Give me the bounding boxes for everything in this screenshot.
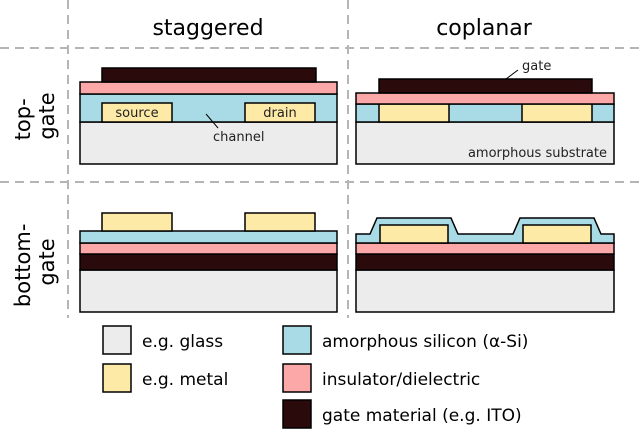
drain-contact (521, 103, 593, 123)
legend-item-glass: e.g. glass (102, 325, 223, 355)
row-label-bottom-gate: bottom- gate (11, 217, 59, 307)
row-label-top-gate: top- gate (11, 92, 59, 141)
source-contact (101, 212, 173, 232)
gate-pointer (505, 69, 519, 80)
channel-label: channel (213, 130, 264, 145)
legend-label-silicon: amorphous silicon (α-Si) (322, 332, 528, 352)
legend-swatch-gate-material (282, 399, 312, 429)
substrate-label: amorphous substrate (468, 146, 607, 161)
insulator-layer (355, 242, 615, 255)
gate-electrode (79, 253, 338, 271)
column-header-coplanar: coplanar (436, 16, 533, 41)
row-label-top-gate-line1: top- (11, 98, 35, 140)
legend-item-insulator: insulator/dielectric (282, 363, 480, 393)
legend-label-insulator: insulator/dielectric (322, 370, 480, 390)
channel-pointer (205, 113, 219, 129)
row-label-bottom-gate-line1: bottom- (11, 224, 35, 308)
bottom-gate-coplanar (355, 217, 615, 313)
legend-item-gate-material: gate material (e.g. ITO) (282, 399, 522, 429)
insulator-layer (355, 92, 615, 105)
row-label-top-gate-line2: gate (35, 92, 59, 139)
top-gate-coplanar: gate amorphous substrate (355, 59, 615, 165)
insulator-layer (79, 242, 338, 255)
legend-swatch-insulator (282, 363, 312, 393)
legend-swatch-silicon (282, 325, 312, 355)
insulator-layer (79, 81, 338, 95)
source-contact (101, 102, 173, 123)
substrate-layer (79, 121, 338, 165)
gate-label: gate (522, 59, 551, 74)
silicon-layer (79, 230, 338, 244)
source-contact (379, 224, 449, 244)
column-header-staggered: staggered (152, 16, 263, 41)
top-gate-staggered: source drain channel (79, 67, 338, 165)
row-label-bottom-gate-line2: gate (35, 238, 59, 285)
substrate-layer (79, 269, 338, 313)
source-contact (378, 103, 450, 123)
gate-electrode (355, 253, 615, 271)
legend-label-metal: e.g. metal (142, 370, 228, 390)
source-label: source (115, 106, 158, 121)
drain-contact (244, 212, 316, 232)
bottom-gate-staggered (79, 212, 338, 313)
legend-item-silicon: amorphous silicon (α-Si) (282, 325, 528, 355)
legend-item-metal: e.g. metal (102, 363, 228, 393)
legend-swatch-glass (102, 325, 132, 355)
drain-label: drain (263, 106, 296, 121)
substrate-layer (355, 121, 615, 165)
grid-lines (0, 0, 640, 318)
legend-label-glass: e.g. glass (142, 332, 223, 352)
legend-label-gate-material: gate material (e.g. ITO) (322, 406, 522, 426)
gate-electrode (101, 67, 317, 83)
substrate-layer (355, 269, 615, 313)
drain-contact (522, 224, 592, 244)
legend: e.g. glass e.g. metal amorphous silicon … (102, 325, 528, 429)
gate-electrode (378, 78, 593, 94)
drain-contact (244, 102, 316, 123)
legend-swatch-metal (102, 363, 132, 393)
